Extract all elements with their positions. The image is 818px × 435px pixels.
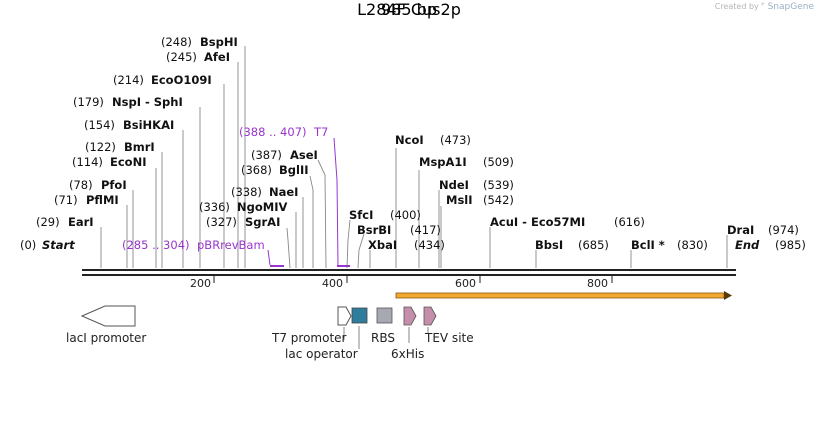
leader-line bbox=[286, 227, 291, 269]
feature-label: lacI promoter bbox=[66, 331, 146, 345]
site-name: SgrAI bbox=[245, 215, 280, 229]
feature-connectors bbox=[343, 326, 429, 349]
site-name: PflMI bbox=[86, 193, 119, 207]
primer-name: T7 bbox=[313, 125, 328, 139]
site-pos: (214) bbox=[113, 73, 144, 87]
primer-range: (285 .. 304) bbox=[122, 238, 190, 252]
site-pos: (417) bbox=[410, 223, 441, 237]
his-tag-arrow-icon bbox=[403, 306, 417, 326]
site-name: BsiHKAI bbox=[123, 118, 174, 132]
primer-leader-line bbox=[267, 249, 271, 266]
feature-label: T7 promoter bbox=[271, 331, 347, 345]
sequence-backbone bbox=[82, 269, 736, 276]
site-name: EcoO109I bbox=[151, 73, 212, 87]
ruler-label: 400 bbox=[322, 277, 343, 290]
leader-line bbox=[357, 233, 365, 269]
ruler-label: 800 bbox=[587, 277, 608, 290]
site-pos: (248) bbox=[161, 35, 192, 49]
site-name: MslI bbox=[446, 193, 473, 207]
site-pos: (434) bbox=[414, 238, 445, 252]
rbs-box-icon bbox=[376, 307, 393, 324]
leader-line bbox=[346, 219, 351, 269]
site-pos: (473) bbox=[440, 133, 471, 147]
leader-lines bbox=[100, 46, 728, 269]
tev-site-arrow-icon bbox=[423, 306, 437, 326]
ruler-label: 200 bbox=[190, 277, 211, 290]
primer-leader-line bbox=[333, 137, 339, 266]
site-pos: (29) bbox=[36, 215, 60, 229]
site-pos: (509) bbox=[483, 155, 514, 169]
site-pos: (327) bbox=[206, 215, 237, 229]
site-pos: (179) bbox=[73, 95, 104, 109]
plasmid-length: 985 bp bbox=[381, 0, 437, 19]
site-pos: (368) bbox=[241, 163, 272, 177]
site-pos: (336) bbox=[199, 200, 230, 214]
leader-line bbox=[309, 175, 314, 268]
site-pos: (0) bbox=[20, 238, 36, 252]
site-name: NaeI bbox=[269, 185, 298, 199]
plasmid-name: L284F Cus2p bbox=[357, 0, 461, 19]
t7-promoter-arrow-icon bbox=[337, 306, 352, 326]
site-name: NgoMIV bbox=[237, 200, 287, 214]
site-name: AcuI - Eco57MI bbox=[490, 215, 585, 229]
site-pos: (245) bbox=[166, 50, 197, 64]
primer-name: pBRrevBam bbox=[197, 238, 265, 252]
site-name: BbsI bbox=[535, 238, 563, 252]
site-name: SfcI bbox=[349, 208, 373, 222]
feature-label: TEV site bbox=[424, 331, 474, 345]
primer-range: (388 .. 407) bbox=[239, 125, 307, 139]
credit-brand: SnapGene bbox=[767, 2, 814, 12]
site-pos: (542) bbox=[483, 193, 514, 207]
feature-label: lac operator bbox=[285, 347, 358, 361]
ruler-label: 600 bbox=[455, 277, 476, 290]
site-pos: (154) bbox=[84, 118, 115, 132]
site-name: AfeI bbox=[204, 50, 230, 64]
snapgene-credit: Created by ⌜ SnapGene bbox=[715, 2, 814, 12]
site-name: BmrI bbox=[124, 140, 155, 154]
site-name: MspA1I bbox=[419, 155, 467, 169]
site-pos: (78) bbox=[69, 178, 93, 192]
site-pos: (539) bbox=[483, 178, 514, 192]
site-name: DraI bbox=[727, 223, 754, 237]
site-name: EcoNI bbox=[110, 155, 146, 169]
site-name: EarI bbox=[68, 215, 94, 229]
site-name: PfoI bbox=[101, 178, 127, 192]
site-pos: (71) bbox=[54, 193, 78, 207]
site-pos: (114) bbox=[72, 155, 103, 169]
site-name: NspI - SphI bbox=[112, 95, 183, 109]
site-pos: (830) bbox=[677, 238, 708, 252]
lac-operator-box-icon bbox=[351, 307, 368, 324]
site-pos: (685) bbox=[578, 238, 609, 252]
site-name: NcoI bbox=[395, 133, 424, 147]
feature-label: 6xHis bbox=[391, 347, 424, 361]
leader-line bbox=[317, 159, 327, 269]
site-pos: (338) bbox=[231, 185, 262, 199]
site-pos: (616) bbox=[614, 215, 645, 229]
end-label: End bbox=[735, 238, 760, 252]
primer-leader-lines bbox=[267, 137, 339, 266]
laci-promoter-arrow-icon bbox=[80, 305, 136, 327]
site-pos: (122) bbox=[85, 140, 116, 154]
credit-prefix: Created by bbox=[714, 2, 759, 11]
site-pos: (400) bbox=[390, 208, 421, 222]
start-label: Start bbox=[42, 238, 75, 252]
site-name: BclI * bbox=[631, 238, 665, 252]
orf-arrowhead-icon bbox=[724, 291, 732, 300]
ruler bbox=[213, 276, 613, 283]
site-name: NdeI bbox=[439, 178, 469, 192]
orf-body bbox=[395, 292, 725, 299]
site-pos: (985) bbox=[775, 238, 806, 252]
feature-label: RBS bbox=[371, 331, 395, 345]
snapgene-logo-icon: ⌜ bbox=[761, 2, 766, 11]
site-name: BsrBI bbox=[357, 223, 391, 237]
site-pos: (387) bbox=[251, 148, 282, 162]
site-pos: (974) bbox=[768, 223, 799, 237]
site-name: AseI bbox=[290, 148, 318, 162]
site-name: XbaI bbox=[368, 238, 397, 252]
site-name: BglII bbox=[279, 163, 309, 177]
site-name: BspHI bbox=[200, 35, 238, 49]
orf-arrow bbox=[395, 291, 732, 300]
